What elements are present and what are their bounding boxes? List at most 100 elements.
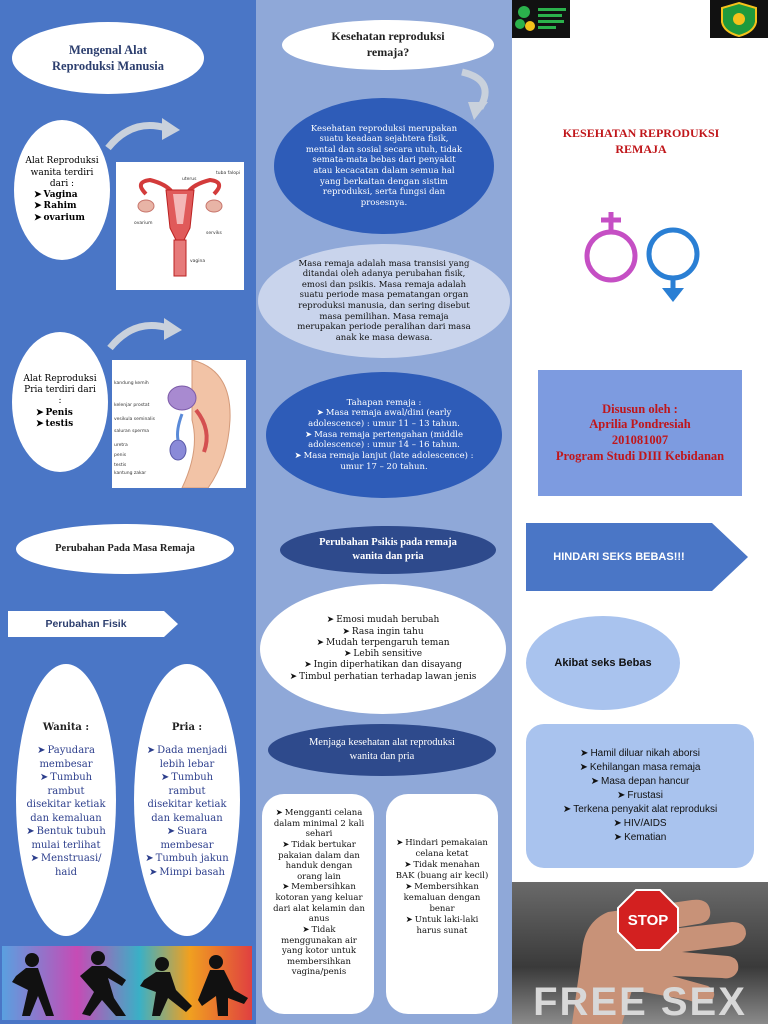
male-organ-item: testis — [36, 419, 98, 430]
hand-icon — [572, 899, 746, 1024]
curved-arrow-down-icon — [461, 68, 489, 120]
school-logo — [710, 0, 768, 38]
author-program: Program Studi DIII Kebidanan — [555, 448, 725, 463]
wanita-item: Payudara membesar — [26, 744, 106, 771]
female-organs-oval: Alat Reproduksi wanita terdiri dari : Va… — [14, 120, 110, 260]
male-label: penis — [114, 452, 127, 458]
pria-item: Suara membesar — [145, 825, 229, 852]
stop-sign-text: STOP — [627, 911, 669, 929]
pria-label: Pria : — [171, 721, 203, 733]
wanita-item: Bentuk tubuh mulai terlihat — [26, 825, 106, 852]
wanita-oval: Wanita : Payudara membesar Tumbuh rambut… — [16, 664, 116, 936]
menjaga-left-item: Tidak bertukar pakaian dalam dan handuk … — [272, 840, 366, 883]
psikis-title: Perubahan Psikis pada remaja wanita dan … — [319, 536, 457, 562]
male-label: vesikula seminalis — [114, 416, 156, 422]
author-name: Aprilia Pondresiah — [589, 417, 691, 432]
female-label: vagina — [190, 258, 205, 264]
psikis-item: Rasa ingin tahu — [288, 627, 478, 638]
female-organ-item: Vagina — [34, 190, 100, 201]
wanita-item: Menstruasi/ haid — [26, 852, 106, 879]
shield-logo-icon — [721, 1, 757, 38]
curved-arrow-icon — [105, 118, 180, 151]
uterus-icon: uterus tuba falopi ovarium vagina servik… — [134, 170, 240, 277]
akibat-item: Kehilangan masa remaja — [563, 761, 717, 775]
psikis-item: Mudah terpengaruh teman — [288, 638, 478, 649]
masa-remaja-text: Masa remaja adalah masa transisi yang di… — [297, 258, 471, 343]
psikis-list-oval: Emosi mudah berubah Rasa ingin tahu Muda… — [260, 584, 506, 714]
ministry-logo-icon — [515, 6, 566, 31]
male-label: uretra — [114, 442, 128, 448]
male-organ-icon: kandung kemih kelenjar prostat vesikula … — [114, 359, 231, 489]
male-symbol-icon — [646, 227, 700, 302]
author-nim: 201081007 — [611, 433, 669, 447]
akibat-item: Frustasi — [563, 789, 717, 803]
menjaga-title: Menjaga kesehatan alat reproduksi wanita… — [308, 736, 456, 762]
banner-arrow-icon — [526, 523, 748, 591]
akibat-title-oval: Akibat seks Bebas — [526, 616, 680, 710]
female-label: ovarium — [134, 220, 153, 226]
male-label: testis — [114, 462, 127, 468]
menjaga-left-card: Mengganti celana dalam minimal 2 kali se… — [262, 794, 374, 1014]
male-organs-oval: Alat Reproduksi Pria terdiri dari : Peni… — [12, 332, 108, 472]
author-by-label: Disusun oleh : — [602, 401, 678, 416]
akibat-item: Terkena penyakit alat reproduksi — [563, 803, 717, 817]
teen-silhouettes-image — [2, 946, 252, 1020]
psikis-title-oval: Perubahan Psikis pada remaja wanita dan … — [280, 526, 496, 574]
akibat-title: Akibat seks Bebas — [554, 657, 652, 669]
definition-text: Kesehatan reproduksi merupakan suatu kea… — [305, 123, 463, 208]
female-reproductive-illustration: uterus tuba falopi ovarium vagina servik… — [116, 162, 244, 290]
stop-free-sex-photo: STOP FREE SEX — [512, 882, 768, 1024]
curved-arrow-icon — [107, 318, 182, 351]
tahapan-item: Masa remaja pertengahan (middle adolesce… — [294, 430, 474, 451]
question-title: Kesehatan reproduksi remaja? — [331, 29, 445, 59]
menjaga-right-item: Untuk laki-laki harus sunat — [394, 915, 490, 937]
author-box: Disusun oleh : Aprilia Pondresiah 201081… — [538, 370, 742, 496]
pria-item: Tumbuh jakun — [145, 852, 229, 866]
definition-oval: Kesehatan reproduksi merupakan suatu kea… — [274, 98, 494, 234]
wanita-label: Wanita : — [42, 721, 90, 733]
tahapan-item: Masa remaja awal/dini (early adolescence… — [294, 408, 474, 429]
male-label: kantung zakar — [114, 470, 146, 476]
akibat-item: HIV/AIDS — [563, 817, 717, 831]
menjaga-right-item: Membersihkan kemaluan dengan benar — [394, 882, 490, 915]
pria-oval: Pria : Dada menjadi lebih lebar Tumbuh r… — [134, 664, 240, 936]
tahapan-item: Masa remaja lanjut (late adolescence) : … — [294, 451, 474, 472]
female-label: tuba falopi — [216, 170, 240, 176]
male-organ-item: Penis — [36, 408, 98, 419]
menjaga-left-item: Tidak menggunakan air yang kotor untuk m… — [272, 925, 366, 978]
female-organ-item: ovarium — [34, 213, 100, 224]
male-organs-intro: Alat Reproduksi Pria terdiri dari : — [23, 373, 97, 407]
silhouette-icon — [12, 951, 248, 1016]
psikis-item: Timbul perhatian terhadap lawan jenis — [288, 672, 478, 683]
akibat-item: Kematian — [563, 831, 717, 845]
psikis-item: Ingin diperhatikan dan disayang — [288, 660, 478, 671]
female-label: uterus — [182, 176, 197, 182]
wanita-item: Tumbuh rambut disekitar ketiak dan kemal… — [26, 771, 106, 825]
menjaga-title-oval: Menjaga kesehatan alat reproduksi wanita… — [268, 724, 496, 776]
psikis-item: Lebih sensitive — [288, 649, 478, 660]
ministry-logo — [512, 0, 570, 38]
male-label: kelenjar prostat — [114, 402, 150, 408]
male-label: kandung kemih — [114, 380, 149, 386]
question-oval: Kesehatan reproduksi remaja? — [282, 20, 494, 70]
pria-item: Tumbuh rambut disekitar ketiak dan kemal… — [145, 771, 229, 825]
menjaga-right-item: Tidak menahan BAK (buang air kecil) — [394, 860, 490, 882]
menjaga-left-item: Mengganti celana dalam minimal 2 kali se… — [272, 808, 366, 840]
psikis-item: Emosi mudah berubah — [288, 615, 478, 626]
left-top-title: Mengenal Alat Reproduksi Manusia — [52, 42, 164, 73]
female-label: serviks — [206, 230, 222, 236]
female-organ-item: Rahim — [34, 201, 100, 212]
hindari-banner: HINDARI SEKS BEBAS!!! — [526, 520, 750, 594]
male-reproductive-illustration: kandung kemih kelenjar prostat vesikula … — [112, 359, 246, 489]
akibat-item: Masa depan hancur — [563, 775, 717, 789]
free-sex-caption: FREE SEX — [533, 980, 747, 1024]
tahapan-oval: Tahapan remaja : Masa remaja awal/dini (… — [266, 372, 502, 498]
hindari-banner-text: HINDARI SEKS BEBAS!!! — [553, 551, 685, 563]
masa-remaja-oval: Masa remaja adalah masa transisi yang di… — [258, 244, 510, 358]
cover-title: KESEHATAN REPRODUKSI REMAJA — [562, 126, 720, 156]
menjaga-left-item: Membersihkan kotoran yang keluar dari al… — [272, 882, 366, 925]
pria-item: Dada menjadi lebih lebar — [145, 744, 229, 771]
left-top-title-oval: Mengenal Alat Reproduksi Manusia — [12, 22, 204, 94]
tahapan-title: Tahapan remaja : — [346, 397, 422, 408]
perubahan-fisik-label: Perubahan Fisik — [45, 618, 127, 630]
